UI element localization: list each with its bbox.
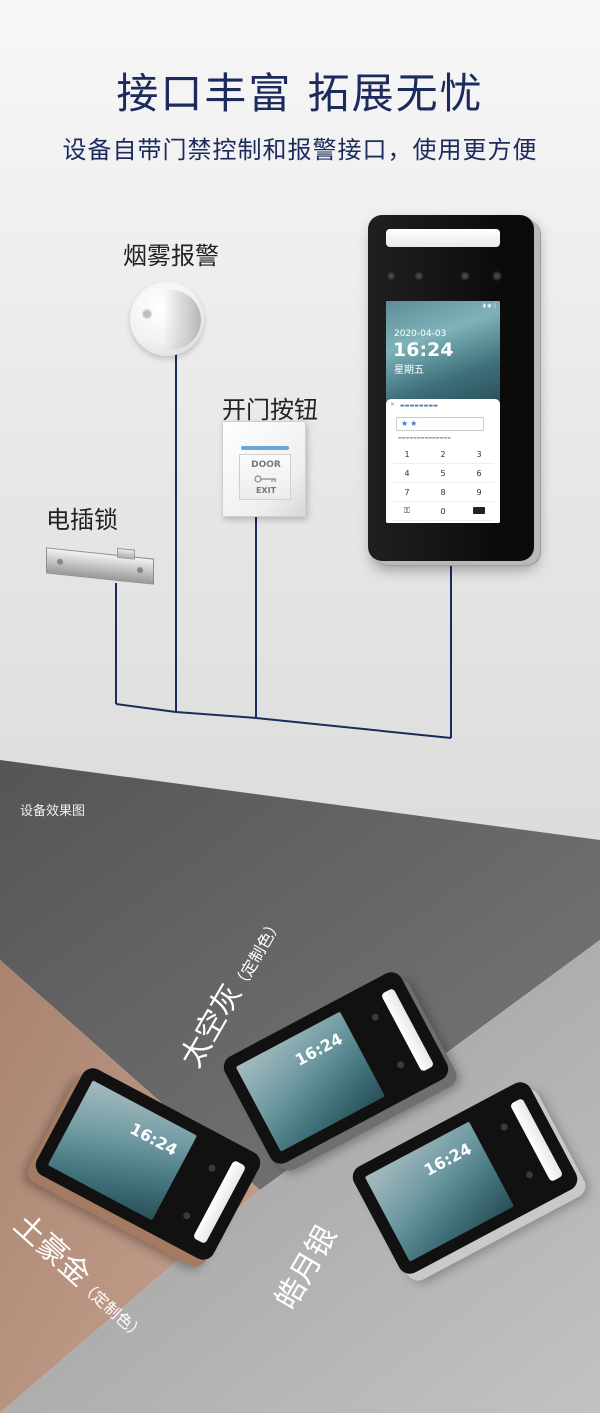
exit-button-label: 开门按钮: [222, 396, 318, 424]
password-input[interactable]: ★★: [396, 417, 484, 431]
exit-button-icon: DOOR EXIT: [222, 421, 306, 517]
status-bar-icons: ▮ ◉ ▯: [482, 303, 496, 309]
keypad-key[interactable]: 3: [476, 449, 482, 459]
camera-icon: [414, 271, 424, 281]
bus-wire: [115, 703, 452, 739]
camera-icon: [492, 271, 502, 281]
keypad-key[interactable]: 6: [476, 468, 482, 478]
password-panel: ✕ ▬▬▬▬▬▬▬▬ ★★ ▬▬▬▬▬▬▬▬▬▬▬▬▬▬ 1 2 3 4 5 6: [386, 399, 500, 523]
headline: 接口丰富 拓展无忧: [116, 69, 484, 118]
keypad-key[interactable]: 1: [404, 449, 410, 459]
terminal-screen: ▮ ◉ ▯ 2020-04-03 16:24 星期五 ✕ ▬▬▬▬▬▬▬▬ ★★…: [386, 301, 500, 523]
password-hint: ▬▬▬▬▬▬▬▬▬▬▬▬▬▬: [398, 435, 451, 440]
exit-button-plate: DOOR EXIT: [239, 454, 291, 500]
subheadline: 设备自带门禁控制和报警接口，使用更方便: [62, 136, 538, 164]
access-terminal: ▮ ◉ ▯ 2020-04-03 16:24 星期五 ✕ ▬▬▬▬▬▬▬▬ ★★…: [368, 215, 534, 561]
password-mask: ★★: [401, 419, 420, 428]
screen-date: 2020-04-03: [394, 329, 447, 339]
color-showcase-section: 设备效果图 16:24 16:24 16:24 太空灰（定制色） 土豪金（定制色…: [0, 760, 600, 1413]
keypad-key[interactable]: 8: [440, 487, 446, 497]
key-icon: [254, 475, 276, 483]
exit-button-indicator: [241, 446, 289, 450]
screen-time: 16:24: [393, 339, 454, 361]
wiring-diagram: [115, 352, 452, 739]
keypad-key[interactable]: 7: [404, 487, 410, 497]
screen-weekday: 星期五: [394, 365, 424, 376]
lock-screw: [137, 566, 143, 574]
exit-button-text-door: DOOR: [251, 460, 281, 470]
backspace-icon[interactable]: [464, 506, 494, 516]
camera-icon: [386, 271, 396, 281]
lock-screw: [57, 558, 63, 566]
smoke-alarm-speaker: [142, 309, 152, 319]
keypad-key[interactable]: 9: [476, 487, 482, 497]
numeric-keypad: 1 2 3 4 5 6 7 8 9 ⚿: [392, 445, 494, 521]
close-icon[interactable]: ✕: [390, 401, 396, 408]
camera-icon: [460, 271, 470, 281]
interface-section: 接口丰富 拓展无忧 设备自带门禁控制和报警接口，使用更方便 烟雾报警 开门按钮 …: [0, 0, 600, 850]
smoke-alarm-label: 烟雾报警: [123, 242, 219, 270]
screen-wallpaper: [386, 301, 500, 405]
keypad-key[interactable]: 5: [440, 468, 446, 478]
terminal-fill-light: [386, 229, 500, 247]
device-time: 16:24: [126, 1118, 181, 1160]
showcase-caption: 设备效果图: [20, 804, 86, 819]
password-prompt: ▬▬▬▬▬▬▬▬: [400, 403, 438, 409]
lock-key-icon[interactable]: ⚿: [403, 506, 411, 515]
electric-lock-label: 电插锁: [46, 506, 118, 534]
device-time: 16:24: [420, 1139, 475, 1180]
keypad-key[interactable]: 4: [404, 468, 410, 478]
keypad-key[interactable]: 2: [440, 449, 446, 459]
exit-button-text-exit: EXIT: [255, 486, 277, 495]
lock-bolt: [117, 547, 135, 560]
keypad-key[interactable]: 0: [440, 506, 446, 516]
device-time: 16:24: [291, 1029, 346, 1070]
